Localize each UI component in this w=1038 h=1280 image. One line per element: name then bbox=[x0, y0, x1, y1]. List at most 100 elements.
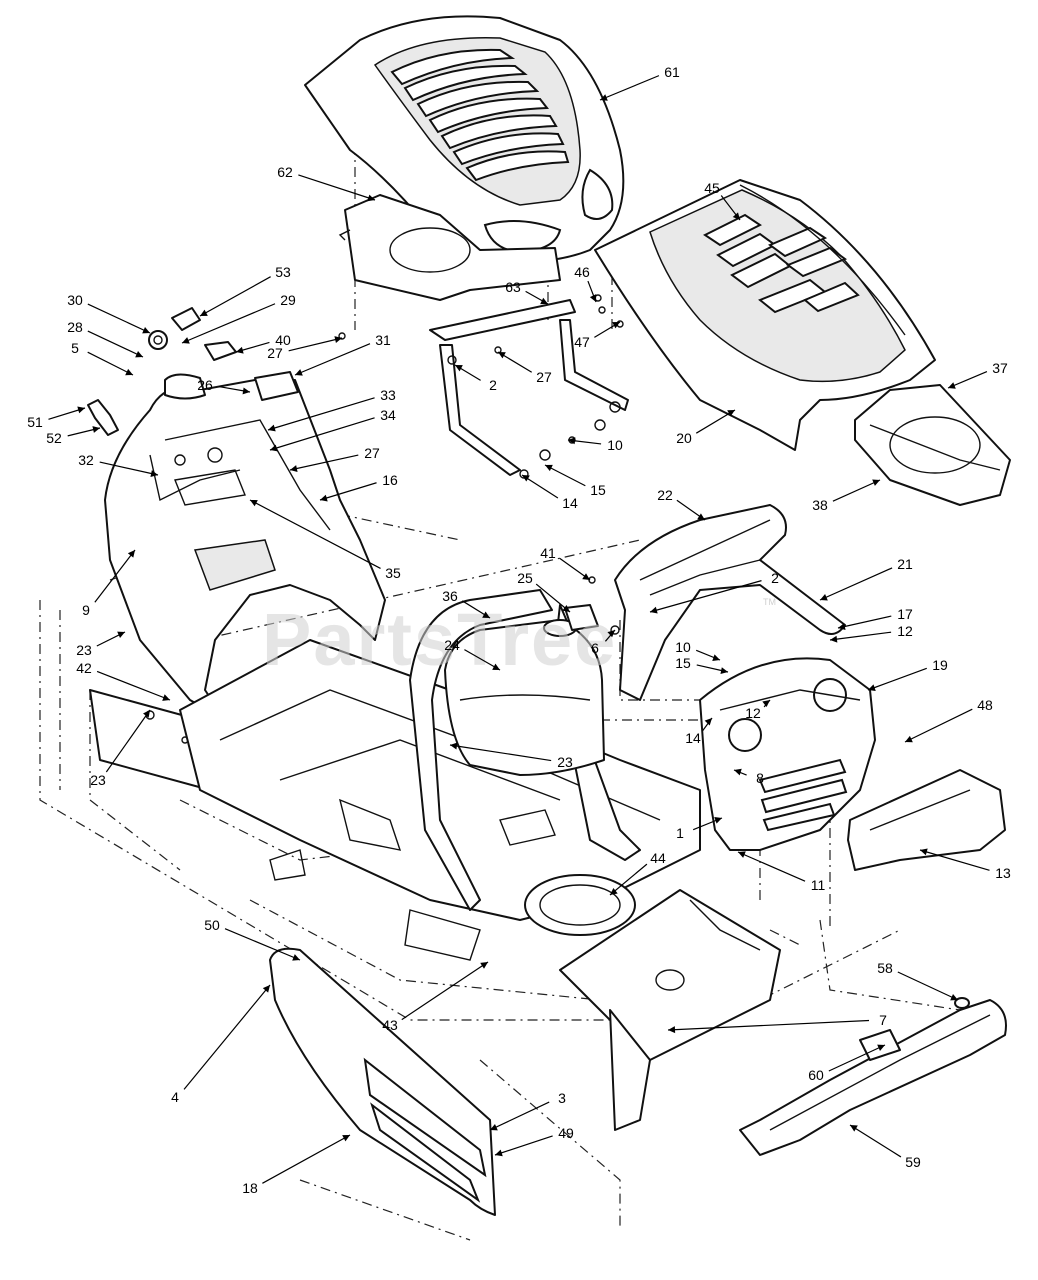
callout-c6: 6 bbox=[591, 629, 616, 656]
callout-c30: 30 bbox=[67, 292, 151, 334]
callout-number: 37 bbox=[992, 360, 1008, 376]
callout-arrowhead bbox=[830, 635, 838, 643]
callout-c47: 47 bbox=[574, 321, 621, 350]
callout-arrowhead bbox=[738, 851, 746, 858]
callout-c14b: 14 bbox=[685, 717, 713, 746]
callout-c41: 41 bbox=[540, 545, 591, 581]
callout-c25: 25 bbox=[517, 570, 571, 613]
callout-leader-line bbox=[224, 928, 301, 961]
callout-arrowhead bbox=[522, 475, 530, 482]
callout-c15a: 15 bbox=[544, 464, 606, 498]
callout-leader-line bbox=[199, 276, 271, 317]
callout-c5: 5 bbox=[71, 340, 134, 376]
callout-leader-line bbox=[96, 670, 171, 701]
part-19-front-grille bbox=[699, 657, 876, 851]
callout-arrowhead bbox=[732, 212, 740, 220]
part-ignition-components bbox=[87, 307, 237, 436]
callout-arrowhead bbox=[77, 406, 85, 414]
callout-c50: 50 bbox=[204, 917, 301, 961]
callout-leader-line bbox=[489, 1101, 550, 1131]
callout-number: 43 bbox=[382, 1017, 398, 1033]
callout-c33: 33 bbox=[267, 387, 396, 432]
callout-number: 14 bbox=[562, 495, 578, 511]
callout-number: 12 bbox=[897, 623, 913, 639]
callout-arrowhead bbox=[150, 470, 158, 477]
callout-c62: 62 bbox=[277, 164, 376, 202]
callout-c37: 37 bbox=[947, 360, 1008, 389]
callout-c34: 34 bbox=[269, 407, 396, 452]
callout-arrowhead bbox=[295, 369, 303, 376]
callout-number: 20 bbox=[676, 430, 692, 446]
callout-arrowhead bbox=[135, 350, 143, 358]
part-59-bumper bbox=[739, 997, 1007, 1156]
callout-number: 13 bbox=[995, 865, 1011, 881]
callout-number: 34 bbox=[380, 407, 396, 423]
callout-leader-line bbox=[449, 744, 552, 762]
callout-number: 17 bbox=[897, 606, 913, 622]
callout-number: 12 bbox=[745, 705, 761, 721]
callout-arrowhead bbox=[950, 993, 958, 1001]
callout-c52: 52 bbox=[46, 426, 101, 446]
callout-arrowhead bbox=[290, 465, 298, 473]
callout-arrowhead bbox=[292, 954, 300, 961]
callout-leader-line bbox=[599, 75, 660, 101]
callout-number: 38 bbox=[812, 497, 828, 513]
callout-c4: 4 bbox=[171, 984, 271, 1105]
callout-leader-line bbox=[262, 1134, 351, 1184]
callout-c10b: 10 bbox=[675, 639, 721, 661]
callout-arrowhead bbox=[127, 550, 135, 558]
callout-number: 15 bbox=[590, 482, 606, 498]
callout-c60: 60 bbox=[808, 1044, 886, 1083]
callout-number: 7 bbox=[879, 1012, 887, 1028]
callout-leader-line bbox=[737, 851, 806, 882]
callout-number: 24 bbox=[444, 637, 460, 653]
callout-number: 1 bbox=[676, 825, 684, 841]
callout-number: 11 bbox=[811, 877, 826, 893]
callout-c22: 22 bbox=[657, 487, 706, 521]
callout-number: 23 bbox=[557, 754, 573, 770]
callout-c2b: 2 bbox=[649, 570, 779, 614]
callout-c63: 63 bbox=[505, 279, 549, 305]
callout-number: 32 bbox=[78, 452, 94, 468]
callout-number: 31 bbox=[375, 332, 391, 348]
callout-arrowhead bbox=[490, 1123, 498, 1131]
part-18-side-panel bbox=[269, 947, 496, 1216]
callout-number: 50 bbox=[204, 917, 220, 933]
callout-number: 2 bbox=[771, 570, 779, 586]
callout-arrowhead bbox=[868, 684, 876, 692]
grille-slots bbox=[758, 758, 848, 832]
callout-arrowhead bbox=[200, 309, 208, 316]
callout-arrowhead bbox=[610, 887, 618, 895]
callout-leader-line bbox=[667, 1019, 870, 1031]
callout-number: 59 bbox=[905, 1154, 921, 1170]
callout-c53: 53 bbox=[199, 264, 291, 317]
callout-number: 46 bbox=[574, 264, 590, 280]
callout-number: 10 bbox=[675, 639, 691, 655]
callout-number: 30 bbox=[67, 292, 83, 308]
callout-c7: 7 bbox=[667, 1012, 887, 1034]
callout-arrowhead bbox=[850, 1125, 858, 1132]
callout-arrowhead bbox=[612, 322, 620, 329]
callout-arrowhead bbox=[342, 1135, 350, 1142]
callout-leader-line bbox=[87, 351, 134, 376]
callout-number: 6 bbox=[591, 640, 599, 656]
callout-c28: 28 bbox=[67, 319, 144, 358]
callout-arrowhead bbox=[334, 336, 342, 343]
callout-arrowhead bbox=[270, 444, 278, 452]
callout-arrowhead bbox=[877, 1044, 885, 1052]
callout-arrowhead bbox=[712, 654, 720, 661]
part-21-grille-frame bbox=[614, 504, 846, 701]
callout-number: 42 bbox=[76, 660, 92, 676]
callout-number: 21 bbox=[897, 556, 913, 572]
callout-number: 33 bbox=[380, 387, 396, 403]
dash-vent-slots bbox=[703, 213, 860, 314]
callout-arrowhead bbox=[582, 573, 590, 580]
callout-number: 25 bbox=[517, 570, 533, 586]
callout-arrowhead bbox=[492, 663, 500, 670]
callout-leader-line bbox=[867, 667, 927, 691]
callout-number: 9 bbox=[82, 602, 90, 618]
callout-leader-line bbox=[649, 580, 762, 613]
callout-c24: 24 bbox=[444, 637, 501, 671]
callout-arrowhead bbox=[262, 985, 270, 993]
